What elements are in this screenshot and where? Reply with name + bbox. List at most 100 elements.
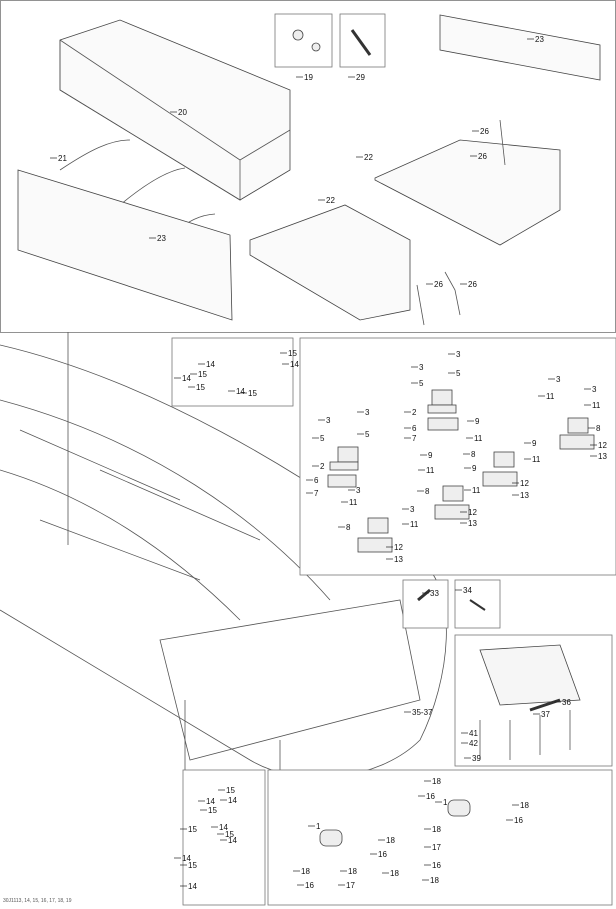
callout-17: 17 bbox=[432, 843, 441, 852]
callout-16: 16 bbox=[432, 861, 441, 870]
callout-2: 2 bbox=[320, 462, 325, 471]
callout-14: 14 bbox=[290, 360, 299, 369]
tray-box bbox=[249, 204, 411, 321]
seat-box-assembly bbox=[59, 19, 291, 236]
callout-12: 12 bbox=[468, 508, 477, 517]
seal-strip bbox=[416, 284, 425, 326]
callout-2: 2 bbox=[412, 408, 417, 417]
callout-41: 41 bbox=[469, 729, 478, 738]
storage-box bbox=[374, 139, 561, 246]
callout-1: 1 bbox=[316, 822, 321, 831]
callout-39: 39 bbox=[472, 754, 481, 763]
callout-15: 15 bbox=[208, 806, 217, 815]
callout-12: 12 bbox=[520, 479, 529, 488]
callout-14: 14 bbox=[236, 387, 245, 396]
reference-code: 30J1113, 14, 15, 16, 17, 18, 19 bbox=[3, 898, 72, 904]
callout-3: 3 bbox=[356, 486, 361, 495]
seal-strip bbox=[444, 271, 461, 316]
callout-23: 23 bbox=[535, 35, 544, 44]
callout-9: 9 bbox=[532, 439, 537, 448]
callout-15: 15 bbox=[225, 830, 234, 839]
callout-18: 18 bbox=[348, 867, 357, 876]
callout-26: 26 bbox=[434, 280, 443, 289]
callout-3: 3 bbox=[456, 350, 461, 359]
callout-3: 3 bbox=[326, 416, 331, 425]
callout-6: 6 bbox=[314, 476, 319, 485]
callout-26: 26 bbox=[480, 127, 489, 136]
callout-11: 11 bbox=[532, 455, 541, 464]
callout-14: 14 bbox=[188, 882, 197, 891]
callout-11: 11 bbox=[349, 498, 358, 507]
callout-15: 15 bbox=[226, 786, 235, 795]
callout-18: 18 bbox=[520, 801, 529, 810]
callout-14: 14 bbox=[206, 797, 215, 806]
callout-13: 13 bbox=[468, 519, 477, 528]
callout-36: 36 bbox=[562, 698, 571, 707]
callout-5: 5 bbox=[365, 430, 370, 439]
callout-6: 6 bbox=[412, 424, 417, 433]
callout-5: 5 bbox=[320, 434, 325, 443]
inset-box-33 bbox=[402, 579, 449, 629]
callout-11: 11 bbox=[592, 401, 601, 410]
bumper-1 bbox=[447, 799, 471, 817]
callout-9: 9 bbox=[428, 451, 433, 460]
callout-18: 18 bbox=[390, 869, 399, 878]
callout-15: 15 bbox=[188, 825, 197, 834]
inset-box-29 bbox=[339, 13, 386, 68]
callout-18: 18 bbox=[430, 876, 439, 885]
callout-8: 8 bbox=[425, 487, 430, 496]
inset-box-19 bbox=[274, 13, 333, 68]
callout-34: 34 bbox=[463, 586, 472, 595]
callout-14: 14 bbox=[182, 854, 191, 863]
callout-15: 15 bbox=[288, 349, 297, 358]
callout-21: 21 bbox=[58, 154, 67, 163]
callout-26: 26 bbox=[468, 280, 477, 289]
strap bbox=[350, 29, 372, 56]
callout-17: 17 bbox=[346, 881, 355, 890]
callout-8: 8 bbox=[346, 523, 351, 532]
callout-7: 7 bbox=[314, 489, 319, 498]
callout-15: 15 bbox=[248, 389, 257, 398]
callout-14: 14 bbox=[182, 374, 191, 383]
inset-box-bottom-clamps bbox=[182, 769, 266, 906]
callout-15: 15 bbox=[198, 370, 207, 379]
callout-42: 42 bbox=[469, 739, 478, 748]
panel-23 bbox=[439, 14, 601, 81]
callout-19: 19 bbox=[304, 73, 313, 82]
callout-22: 22 bbox=[364, 153, 373, 162]
callout-11: 11 bbox=[410, 520, 419, 529]
callout-23: 23 bbox=[157, 234, 166, 243]
callout-5: 5 bbox=[419, 379, 424, 388]
bumper-1 bbox=[319, 829, 343, 847]
callout-9: 9 bbox=[472, 464, 477, 473]
callout-9: 9 bbox=[475, 417, 480, 426]
callout-3: 3 bbox=[419, 363, 424, 372]
callout-35-37: 35-37 bbox=[412, 708, 433, 717]
callout-11: 11 bbox=[474, 434, 483, 443]
callout-18: 18 bbox=[301, 867, 310, 876]
seal-strip bbox=[499, 119, 506, 166]
callout-14: 14 bbox=[219, 823, 228, 832]
callout-26: 26 bbox=[478, 152, 487, 161]
callout-14: 14 bbox=[228, 796, 237, 805]
callout-13: 13 bbox=[598, 452, 607, 461]
callout-16: 16 bbox=[514, 816, 523, 825]
callout-33: 33 bbox=[430, 589, 439, 598]
callout-16: 16 bbox=[426, 792, 435, 801]
callout-22: 22 bbox=[326, 196, 335, 205]
callout-18: 18 bbox=[386, 836, 395, 845]
fastener bbox=[311, 42, 321, 52]
inset-box-clamps bbox=[171, 337, 294, 407]
callout-12: 12 bbox=[598, 441, 607, 450]
clip-33 bbox=[417, 588, 431, 602]
callout-12: 12 bbox=[394, 543, 403, 552]
side-panel-23 bbox=[17, 169, 233, 321]
callout-3: 3 bbox=[365, 408, 370, 417]
callout-18: 18 bbox=[432, 825, 441, 834]
callout-16: 16 bbox=[305, 881, 314, 890]
callout-3: 3 bbox=[556, 375, 561, 384]
callout-8: 8 bbox=[471, 450, 476, 459]
callout-7: 7 bbox=[412, 434, 417, 443]
